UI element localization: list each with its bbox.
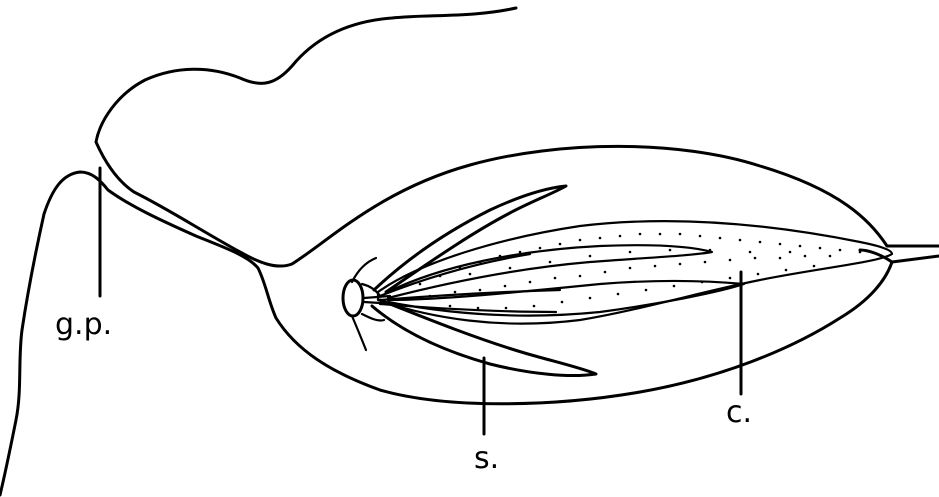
label-gp: g.p. bbox=[55, 307, 112, 342]
outer-wall-top bbox=[96, 8, 939, 266]
label-c: c. bbox=[726, 395, 752, 430]
label-s: s. bbox=[474, 441, 499, 476]
